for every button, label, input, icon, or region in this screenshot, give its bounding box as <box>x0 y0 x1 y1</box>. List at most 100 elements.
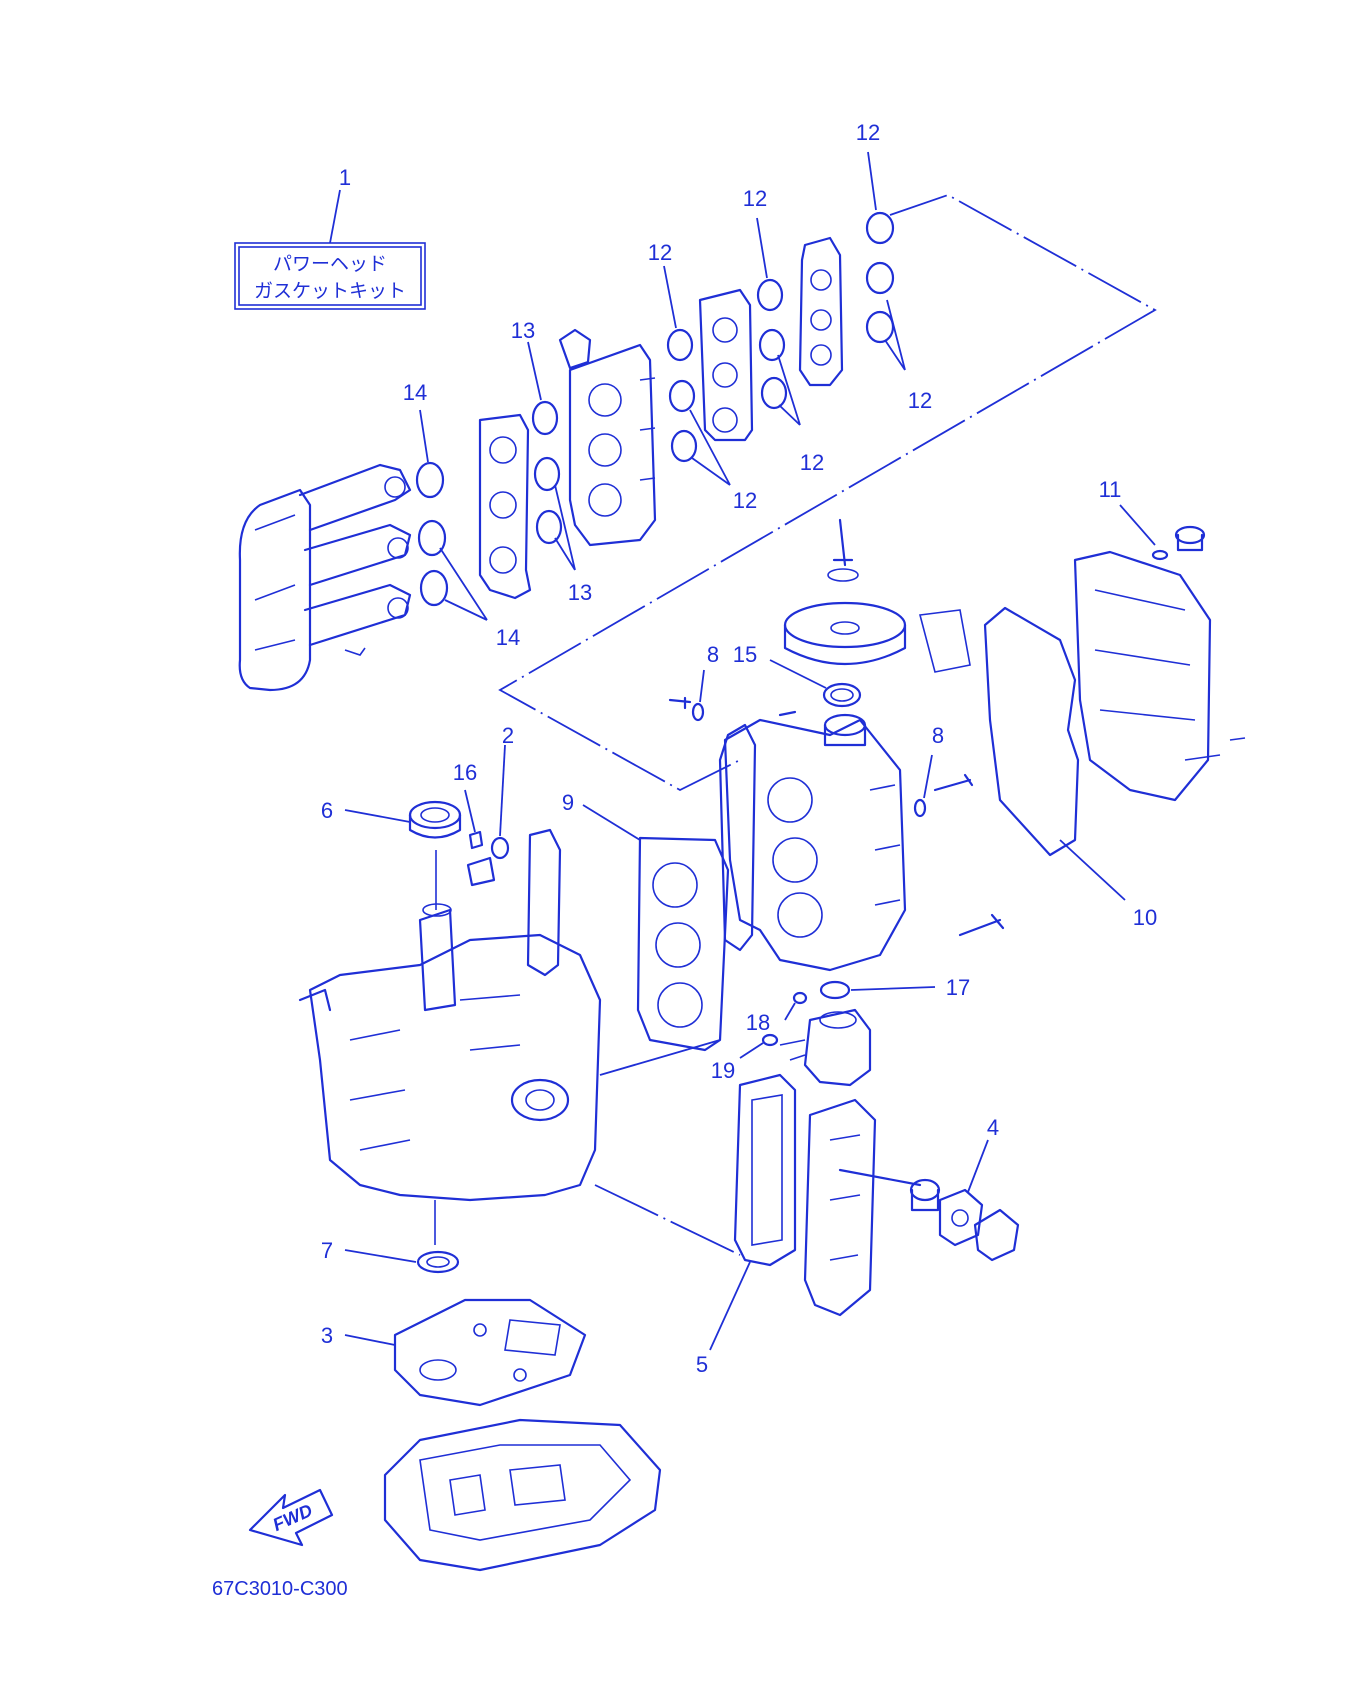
gasket-2[interactable] <box>490 836 510 860</box>
leader-12f <box>884 299 906 371</box>
boundary-leader-bottom <box>594 1184 741 1256</box>
leader-11 <box>1119 504 1156 546</box>
leader-17 <box>850 986 936 991</box>
exhaust-cover-gasket-5[interactable] <box>733 1073 797 1267</box>
leader-3 <box>344 1334 396 1346</box>
thermostat <box>909 1178 941 1212</box>
thermostat-gasket-4[interactable] <box>938 1188 984 1247</box>
label-part-12-top: 12 <box>856 120 880 145</box>
head-gasket-9[interactable] <box>636 836 730 1052</box>
o-ring-8-left[interactable] <box>691 702 705 722</box>
leader-12d <box>777 354 801 426</box>
label-part-19: 19 <box>711 1058 735 1083</box>
spacer-plate <box>698 288 754 442</box>
intake-manifold <box>238 463 412 692</box>
label-part-8-right: 8 <box>932 723 944 748</box>
leader-13a <box>527 341 542 401</box>
leader-18 <box>784 1002 796 1021</box>
leader-19 <box>739 1042 764 1059</box>
label-part-12-lower-right: 12 <box>908 388 932 413</box>
leader-12b <box>689 409 731 486</box>
o-ring-12-middle[interactable] <box>756 278 788 410</box>
leader-16 <box>464 789 476 833</box>
o-ring-12-inner[interactable] <box>666 328 698 463</box>
gasket-kit-box[interactable]: パワーヘッド ガスケットキット <box>234 242 426 310</box>
label-part-12-upper-mid: 12 <box>743 186 767 211</box>
o-ring-12-outer[interactable] <box>865 211 895 344</box>
oil-pan <box>383 1418 662 1572</box>
manifold-gasket-plate <box>478 413 532 600</box>
leader-10 <box>1059 839 1126 901</box>
label-part-9: 9 <box>562 790 574 815</box>
label-part-13-top: 13 <box>511 318 535 343</box>
cylinder-block <box>298 828 602 1202</box>
o-ring-11[interactable] <box>1151 549 1169 561</box>
o-ring-14-set[interactable] <box>415 461 449 607</box>
label-part-18: 18 <box>746 1010 770 1035</box>
label-part-2: 2 <box>502 723 514 748</box>
label-part-11: 11 <box>1099 477 1122 502</box>
leader-4 <box>967 1139 989 1193</box>
label-part-6: 6 <box>321 798 333 823</box>
exhaust-cover-plate <box>718 723 757 952</box>
boundary-leader-mid <box>599 1039 721 1076</box>
thermostat-cover <box>973 1208 1020 1262</box>
flywheel <box>783 518 971 673</box>
oil-seal-15[interactable] <box>822 682 862 708</box>
oil-seal-7[interactable] <box>416 1250 460 1274</box>
label-part-7: 7 <box>321 1238 333 1263</box>
o-ring-19[interactable] <box>761 1033 779 1047</box>
o-ring-8-right[interactable] <box>913 798 927 818</box>
carburetor-assembly <box>558 328 657 547</box>
label-part-14-bottom: 14 <box>496 625 520 650</box>
oil-seal-6[interactable] <box>408 800 462 839</box>
head-cover-gasket-10[interactable] <box>983 606 1080 857</box>
leader-12c <box>756 217 768 279</box>
leader-12a <box>663 265 677 329</box>
kit-box-line1: パワーヘッド <box>273 253 387 275</box>
leader-2 <box>499 744 506 837</box>
label-part-14-top: 14 <box>403 380 427 405</box>
label-part-12-lower-left: 12 <box>733 488 757 513</box>
label-part-12-upper-left: 12 <box>648 240 672 265</box>
head-bolts <box>668 696 1005 937</box>
cylinder-head <box>723 713 907 972</box>
o-ring-18[interactable] <box>792 991 808 1005</box>
leader-8b <box>923 754 933 799</box>
label-part-10: 10 <box>1133 905 1157 930</box>
o-ring-13-set[interactable] <box>531 400 563 545</box>
label-part-4: 4 <box>987 1115 999 1140</box>
label-part-1: 1 <box>339 165 351 190</box>
label-part-13-bottom: 13 <box>568 580 592 605</box>
leader-7 <box>344 1249 417 1263</box>
label-part-5: 5 <box>696 1352 708 1377</box>
label-part-15: 15 <box>733 642 757 667</box>
boundary-leader-top <box>498 194 1157 792</box>
label-part-17: 17 <box>946 975 970 1000</box>
leader-8a <box>699 669 705 703</box>
label-part-12-lower-mid: 12 <box>800 450 824 475</box>
leader-5 <box>709 1261 751 1351</box>
fwd-label: FWD <box>270 1500 316 1535</box>
leader-14b <box>439 547 488 621</box>
label-part-8-left: 8 <box>707 642 719 667</box>
outer-plate <box>798 236 844 387</box>
leader-6 <box>344 809 411 823</box>
label-part-3: 3 <box>321 1323 333 1348</box>
label-part-16: 16 <box>453 760 477 785</box>
leader-1 <box>329 189 341 244</box>
leader-12e <box>867 151 877 211</box>
drain-plug-16[interactable] <box>466 830 496 887</box>
leader-15 <box>769 659 827 689</box>
cylinder-head-cover <box>1073 525 1246 802</box>
diagram-code: 67C3010-C300 <box>212 1578 348 1600</box>
leader-13b <box>554 484 576 571</box>
o-ring-17[interactable] <box>819 980 851 1000</box>
leader-14a <box>419 409 429 463</box>
leader-9 <box>582 804 641 841</box>
oil-pan-gasket-3[interactable] <box>393 1298 587 1407</box>
exhaust-cover <box>803 1098 922 1317</box>
fwd-direction-arrow: FWD <box>248 1488 334 1547</box>
water-pump <box>779 1008 872 1087</box>
